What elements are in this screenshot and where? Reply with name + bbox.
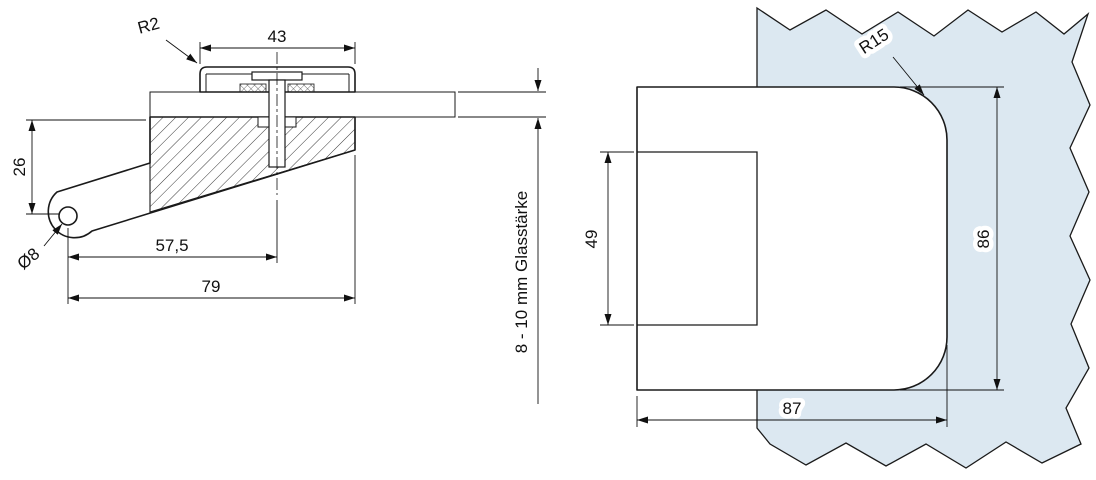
gasket-left [239, 83, 267, 93]
clamp-front-face [636, 86, 948, 391]
pivot-hole [58, 206, 78, 226]
dimension-total-length: 79 [68, 155, 356, 304]
dimension-screw-distance: 57,5 [67, 200, 278, 304]
gasket-right [287, 83, 315, 93]
dimension-body-height: 86 [900, 86, 1004, 391]
dimension-clamp-height: 49 [582, 151, 634, 326]
dimension-cap-radius: R2 [136, 14, 198, 64]
cap-width-label: 43 [268, 27, 287, 46]
screw-distance-label: 57,5 [155, 236, 188, 255]
front-view: R15 49 86 87 [582, 6, 1091, 469]
glass-thickness-label: 8 - 10 mm Glasstärke [512, 191, 531, 354]
dimension-pivot-hole: Ø8 [14, 223, 63, 273]
clamp-shoe-outline [637, 151, 758, 326]
total-length-label: 79 [202, 277, 221, 296]
side-view: 43 R2 26 Ø8 57,5 79 [10, 14, 546, 404]
clamp-height-label: 49 [582, 230, 601, 249]
cap-radius-label: R2 [136, 14, 162, 38]
clamp-body-hatched-section [149, 116, 356, 213]
dimension-glass-thickness: 8 - 10 mm Glasstärke [458, 68, 546, 404]
dimension-cap-width: 43 [199, 27, 356, 64]
pivot-height-label: 26 [10, 158, 29, 177]
dimension-pivot-height: 26 [10, 119, 146, 215]
body-height-label: 86 [974, 230, 993, 249]
body-width-label: 87 [783, 399, 802, 418]
glass-pane-side [149, 91, 456, 118]
pivot-hole-label: Ø8 [14, 244, 44, 273]
dimension-body-width: 87 [636, 345, 948, 427]
